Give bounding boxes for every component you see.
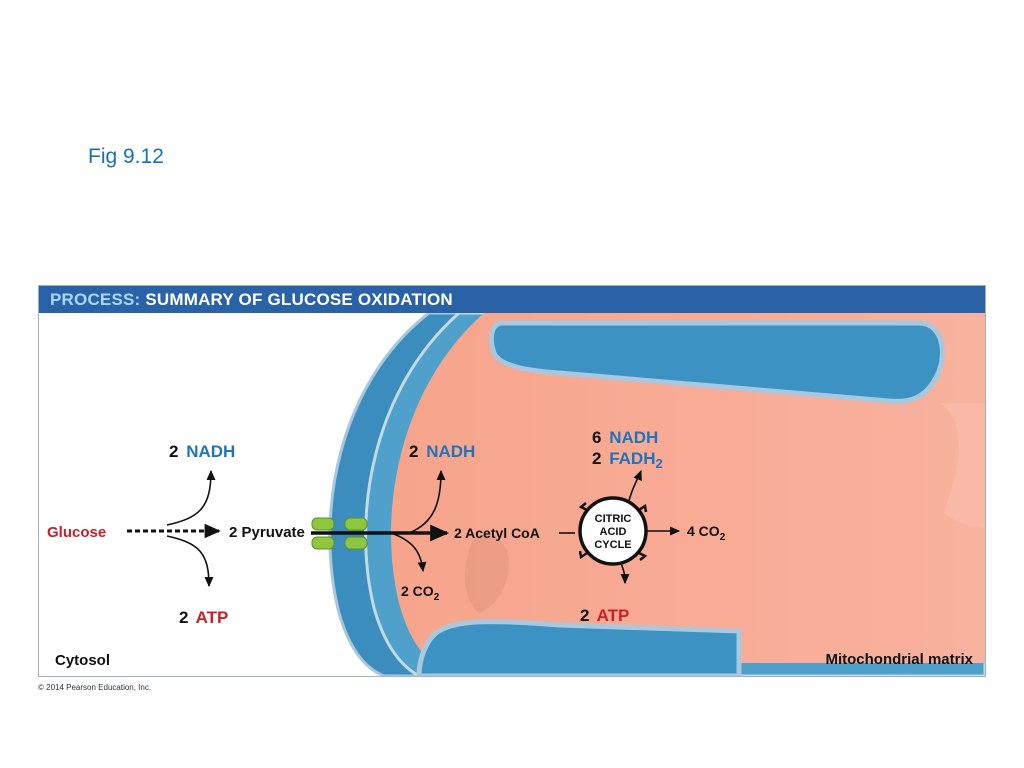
cycle-atp-label: 2 ATP: [580, 606, 629, 625]
membrane-transporter: [311, 517, 368, 550]
glycolysis-atp-label: 2 ATP: [179, 608, 228, 627]
header-title: SUMMARY OF GLUCOSE OXIDATION: [145, 290, 453, 309]
cycle-nadh-arrow: [628, 469, 642, 502]
mitochondrion: [328, 313, 985, 676]
diagram-canvas: Glucose 2 Pyruvate 2 NADH 2 ATP 2 NADH 2…: [47, 313, 985, 676]
cycle-fadh-label: 2 FADH2: [592, 449, 663, 471]
cycle-co2-label: 4 CO2: [687, 523, 726, 543]
cycle-label-line2: ACID: [600, 526, 627, 538]
copyright-notice: © 2014 Pearson Education, Inc.: [38, 683, 152, 692]
glycolysis-nadh-label: 2 NADH: [169, 442, 235, 461]
crista-bottom: [416, 619, 742, 676]
citric-acid-cycle: [578, 496, 648, 566]
pdh-nadh-label: 2 NADH: [409, 442, 475, 461]
header-prefix: PROCESS:: [50, 290, 141, 309]
matrix-label: Mitochondrial matrix: [825, 651, 973, 668]
pdh-co2-arrow: [390, 532, 427, 573]
cytosol-label: Cytosol: [55, 652, 110, 669]
slide-title: Fig 9.12: [88, 145, 164, 168]
glycolysis-nadh-arrow: [166, 469, 216, 526]
cycle-label-line1: CITRIC: [595, 513, 632, 525]
pdh-co2-label: 2 CO2: [401, 583, 440, 603]
glucose-label: Glucose: [47, 524, 106, 541]
pyruvate-label: 2 Pyruvate: [229, 524, 305, 541]
cycle-atp-arrow: [620, 562, 630, 585]
pdh-nadh-arrow: [408, 469, 446, 534]
cycle-nadh-label: 6 NADH: [592, 428, 658, 447]
glycolysis-atp-arrow: [166, 535, 214, 588]
crista-top: [488, 320, 945, 404]
figure-header: PROCESS: SUMMARY OF GLUCOSE OXIDATION: [39, 286, 985, 313]
figure-panel: PROCESS: SUMMARY OF GLUCOSE OXIDATION: [38, 285, 986, 677]
cycle-label-line3: CYCLE: [594, 539, 631, 551]
acetyl-coa-label: 2 Acetyl CoA: [454, 525, 540, 541]
matrix-region: [391, 313, 985, 663]
